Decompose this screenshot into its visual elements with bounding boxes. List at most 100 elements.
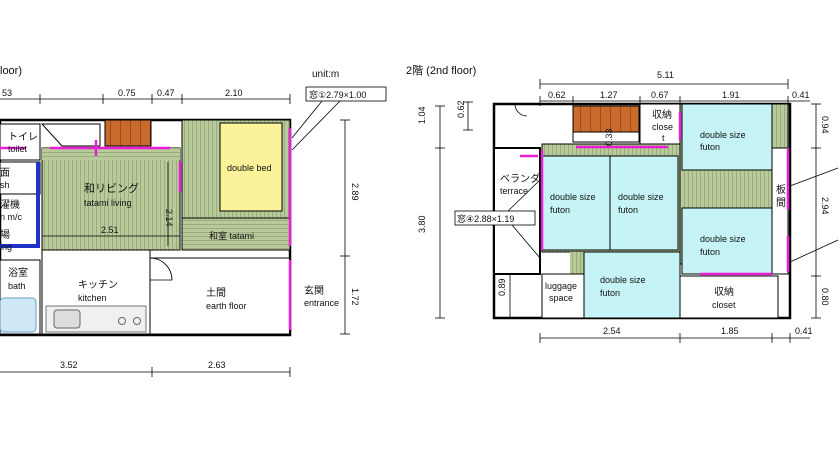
- dim-label: 2.63: [208, 360, 226, 370]
- room-label: double bed: [227, 163, 272, 173]
- water-line: [0, 244, 40, 248]
- unit-label: unit:m: [312, 69, 339, 80]
- dim-label: 3.80: [417, 215, 427, 233]
- room-label: 場: [0, 228, 10, 241]
- dim-label: 53: [2, 88, 12, 98]
- room-label: closet: [712, 300, 736, 310]
- futon-label: futon: [618, 205, 638, 215]
- window-note-box: [454, 210, 536, 226]
- dim-label: 0.41: [792, 90, 810, 100]
- floor1-bottom-dimensions: [0, 367, 291, 377]
- floor1-labels: トイレ toilet 面 sh 濯機 n m/c 場 ing 浴室 bath 和…: [0, 132, 339, 311]
- floor1-title: loor): [0, 65, 22, 77]
- dim-label: 5.11: [657, 70, 674, 80]
- window-note-leader: [507, 179, 541, 212]
- earth-floor: [149, 257, 291, 335]
- futon: [609, 155, 679, 251]
- room-label: bath: [8, 281, 26, 291]
- sink: [53, 309, 81, 329]
- room-label: toilet: [8, 144, 28, 154]
- window-note-leader: [291, 100, 341, 151]
- room-label: 板: [776, 183, 786, 196]
- floor-2: 2階 (2nd floor) 5.11 0.62 1.27 0.67 1.91 …: [406, 63, 839, 343]
- window-note-box: [305, 86, 387, 102]
- room-label: close: [652, 122, 673, 132]
- room-label: 玄関: [304, 284, 324, 297]
- dim-label: 2.10: [225, 88, 243, 98]
- floor2-rooms: [492, 102, 792, 320]
- room-label: kitchen: [78, 293, 107, 303]
- room-label: n m/c: [0, 212, 23, 222]
- dim-label: 3.52: [60, 360, 78, 370]
- room-label: entrance: [304, 298, 339, 308]
- floor2-top-dimensions: [539, 79, 810, 106]
- washitsu-band: [181, 217, 291, 251]
- hallway-floor: [40, 123, 101, 147]
- room-label: sh: [0, 180, 10, 190]
- dim-label: 0.62: [456, 100, 466, 118]
- floor1-rooms: [0, 118, 292, 337]
- floor-1: loor) unit:m 53 0.75 0.47 2.10 窓①2.79×1.…: [0, 65, 387, 377]
- room-label: 面: [0, 168, 10, 179]
- double-bed: [219, 122, 283, 212]
- dim-label: 0.75: [118, 88, 136, 98]
- futon-label: futon: [550, 205, 570, 215]
- futon-label: futon: [600, 288, 620, 298]
- futon-label: double size: [600, 275, 646, 285]
- wash-room: [0, 161, 41, 195]
- futon-label: futon: [700, 142, 720, 152]
- room-label: 収納: [652, 108, 672, 121]
- futon: [583, 251, 681, 319]
- dim-label: 0.89: [497, 278, 507, 296]
- room-label: tatami living: [84, 198, 132, 208]
- room-label: space: [549, 293, 573, 303]
- dim-label: 0.62: [548, 90, 566, 100]
- dim-label: 2.89: [350, 183, 360, 201]
- stair-landing: [572, 131, 640, 143]
- futon-label: double size: [700, 130, 746, 140]
- dim-label: 1.91: [722, 90, 740, 100]
- floor1-top-dimensions: [0, 94, 291, 104]
- room-label: t: [662, 133, 665, 143]
- dim-label: 2.14: [164, 209, 174, 227]
- wooden-floor: [771, 147, 789, 275]
- floor2-bottom-dimensions: [539, 333, 810, 343]
- tatami-band: [42, 148, 180, 160]
- window-note-leader: [291, 100, 323, 139]
- floor1-right-dimensions: [340, 119, 350, 335]
- dim-label: 0.47: [157, 88, 175, 98]
- room-label: ing: [0, 242, 12, 252]
- stairs: [104, 119, 152, 147]
- dim-label: 2.51: [101, 225, 119, 235]
- room-label: ベランダ: [500, 172, 540, 185]
- dim-label: 1.27: [600, 90, 618, 100]
- stove-burner: [118, 317, 126, 325]
- bath-tub: [0, 297, 37, 333]
- stairs: [572, 105, 640, 133]
- futon-label: double size: [550, 192, 596, 202]
- room-label: terrace: [500, 186, 528, 196]
- water-line: [36, 162, 40, 248]
- room-label: 浴室: [8, 266, 28, 279]
- room-label: 収納: [714, 285, 734, 298]
- room-label: 和室 tatami: [209, 230, 254, 241]
- room-label: earth floor: [206, 301, 247, 311]
- dim-label: 1.72: [350, 288, 360, 306]
- floor2-right-dimensions: [789, 103, 839, 319]
- room-label: 土間: [206, 286, 226, 299]
- futon-label: double size: [618, 192, 664, 202]
- futon: [541, 155, 611, 251]
- dim-label: 2.94: [820, 197, 830, 215]
- room-label: 間: [776, 197, 786, 209]
- room-label: luggage: [545, 281, 577, 291]
- window-note-leader: [511, 224, 541, 259]
- dim-label: 0.67: [651, 90, 669, 100]
- floor1-windows: [0, 128, 292, 330]
- window-note: 窓④2.88×1.19: [457, 213, 514, 224]
- futon-label: futon: [700, 247, 720, 257]
- dim-label: 1.04: [417, 106, 427, 124]
- door-swing: [514, 103, 528, 117]
- door-swing: [149, 257, 173, 281]
- futon: [681, 103, 773, 171]
- dim-label: 0.94: [820, 116, 830, 134]
